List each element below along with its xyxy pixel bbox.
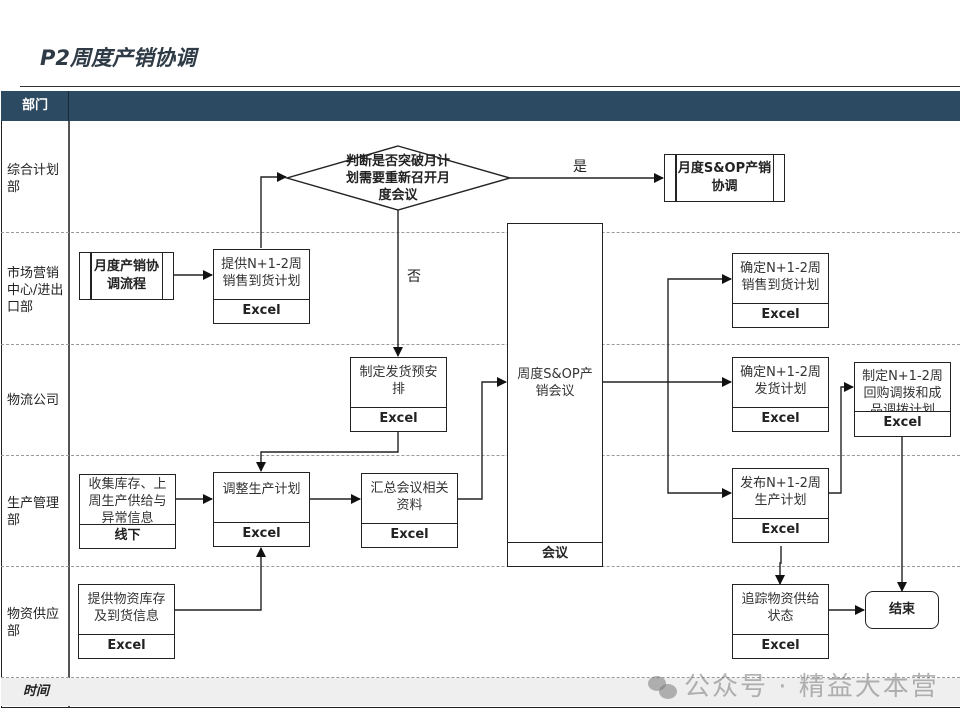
node-tool: 会议 <box>508 542 602 566</box>
shipping-arrangement-node[interactable]: 制定发货预安排 Excel <box>350 357 447 432</box>
title-divider <box>20 86 960 87</box>
time-row <box>1 678 960 706</box>
node-text: 月度S&OP产销协调 <box>677 161 772 194</box>
collect-inventory-node[interactable]: 收集库存、上周生产供给与异常信息 线下 <box>79 474 176 549</box>
lane-label-planning: 综合计划部 <box>7 163 60 195</box>
node-text: 制定N+1-2周回购调拨和成品调拨计划 <box>862 369 943 412</box>
lane-label-supply: 物资供应部 <box>7 607 60 639</box>
arrow-meeting-to-sales-plan <box>667 274 732 382</box>
node-text: 发布N+1-2周生产计划 <box>740 476 821 508</box>
confirm-shipping-plan-node[interactable]: 确定N+1-2周发货计划 Excel <box>732 357 829 432</box>
node-text: 追踪物资供给状态 <box>741 592 820 624</box>
confirm-sales-plan-node[interactable]: 确定N+1-2周销售到货计划 Excel <box>732 253 829 328</box>
lane-separator <box>1 677 960 678</box>
arrow-meeting-to-production-plan <box>667 382 732 498</box>
decision-no-label: 否 <box>407 269 421 285</box>
node-text: 确定N+1-2周销售到货计划 <box>740 261 821 293</box>
dept-header-label: 部门 <box>21 98 48 113</box>
node-text: 周度S&OP产销会议 <box>517 367 593 399</box>
lane-label-logistics: 物流公司 <box>7 393 60 408</box>
provide-material-info-node[interactable]: 提供物资库存及到货信息 Excel <box>78 584 175 659</box>
node-text: 确定N+1-2周发货计划 <box>740 365 821 397</box>
lane-separator <box>1 455 960 456</box>
lane-label-production: 生产管理部 <box>7 496 60 528</box>
monthly-sop-node[interactable]: 月度S&OP产销协调 <box>664 154 785 202</box>
decision-text: 判断是否突破月计划需要重新召开月度会议 <box>345 154 450 203</box>
node-tool: Excel <box>362 523 457 547</box>
arrow-shipping-to-adjust <box>256 432 399 472</box>
watermark-text: 公众号 · 精益大本营 <box>684 672 939 702</box>
provide-sales-plan-node[interactable]: 提供N+1-2周销售到货计划 Excel <box>213 249 310 324</box>
node-text: 提供N+1-2周销售到货计划 <box>221 257 302 289</box>
node-text: 汇总会议相关资料 <box>370 481 449 513</box>
swimlane-frame <box>1 91 960 708</box>
arrow-provide-to-decision <box>260 172 287 248</box>
lane-separator <box>1 344 960 345</box>
node-text: 制定发货预安排 <box>359 365 438 397</box>
node-tool: Excel <box>733 518 828 542</box>
node-tool: Excel <box>351 407 446 431</box>
node-tool: Excel <box>214 522 309 546</box>
adjust-production-node[interactable]: 调整生产计划 Excel <box>213 472 310 547</box>
lane-separator <box>1 232 960 233</box>
decision-yes-label: 是 <box>573 159 587 175</box>
node-text: 月度产销协调流程 <box>93 259 159 292</box>
lane-label-marketing: 市场营销中心/进出口部 <box>7 266 64 315</box>
end-node[interactable]: 结束 <box>865 591 939 629</box>
page-title: P2周度产销协调 <box>40 46 197 70</box>
arrow-production-to-buyback <box>829 382 854 494</box>
node-tool: Excel <box>855 411 950 436</box>
track-supply-node[interactable]: 追踪物资供给状态 Excel <box>732 584 829 659</box>
header-divider <box>68 91 69 121</box>
summarize-materials-node[interactable]: 汇总会议相关资料 Excel <box>361 473 458 548</box>
swimlane-header <box>1 91 960 121</box>
time-label: 时间 <box>22 684 49 699</box>
node-text: 收集库存、上周生产供给与异常信息 <box>88 477 167 526</box>
weekly-sop-meeting-node[interactable]: 周度S&OP产销会议 会议 <box>507 223 603 567</box>
monthly-process-node[interactable]: 月度产销协调流程 <box>79 252 174 300</box>
node-tool: Excel <box>733 303 828 327</box>
publish-production-plan-node[interactable]: 发布N+1-2周生产计划 Excel <box>732 468 829 543</box>
watermark: 公众号 · 精益大本营 <box>648 666 939 703</box>
arrow-production-to-track <box>775 546 785 585</box>
buyback-plan-node[interactable]: 制定N+1-2周回购调拨和成品调拨计划 Excel <box>854 362 951 437</box>
node-tool: Excel <box>79 634 174 658</box>
node-text: 调整生产计划 <box>222 482 301 497</box>
node-tool: Excel <box>733 407 828 431</box>
wechat-icon <box>648 675 678 700</box>
node-tool: 线下 <box>80 524 175 548</box>
node-text: 提供物资库存及到货信息 <box>87 592 166 624</box>
arrow-summarize-to-meeting <box>458 377 507 500</box>
node-tool: Excel <box>214 299 309 323</box>
lane-label-divider <box>68 121 70 707</box>
arrow-material-to-adjust <box>175 547 266 611</box>
lane-separator <box>1 566 960 567</box>
node-tool: Excel <box>733 634 828 658</box>
